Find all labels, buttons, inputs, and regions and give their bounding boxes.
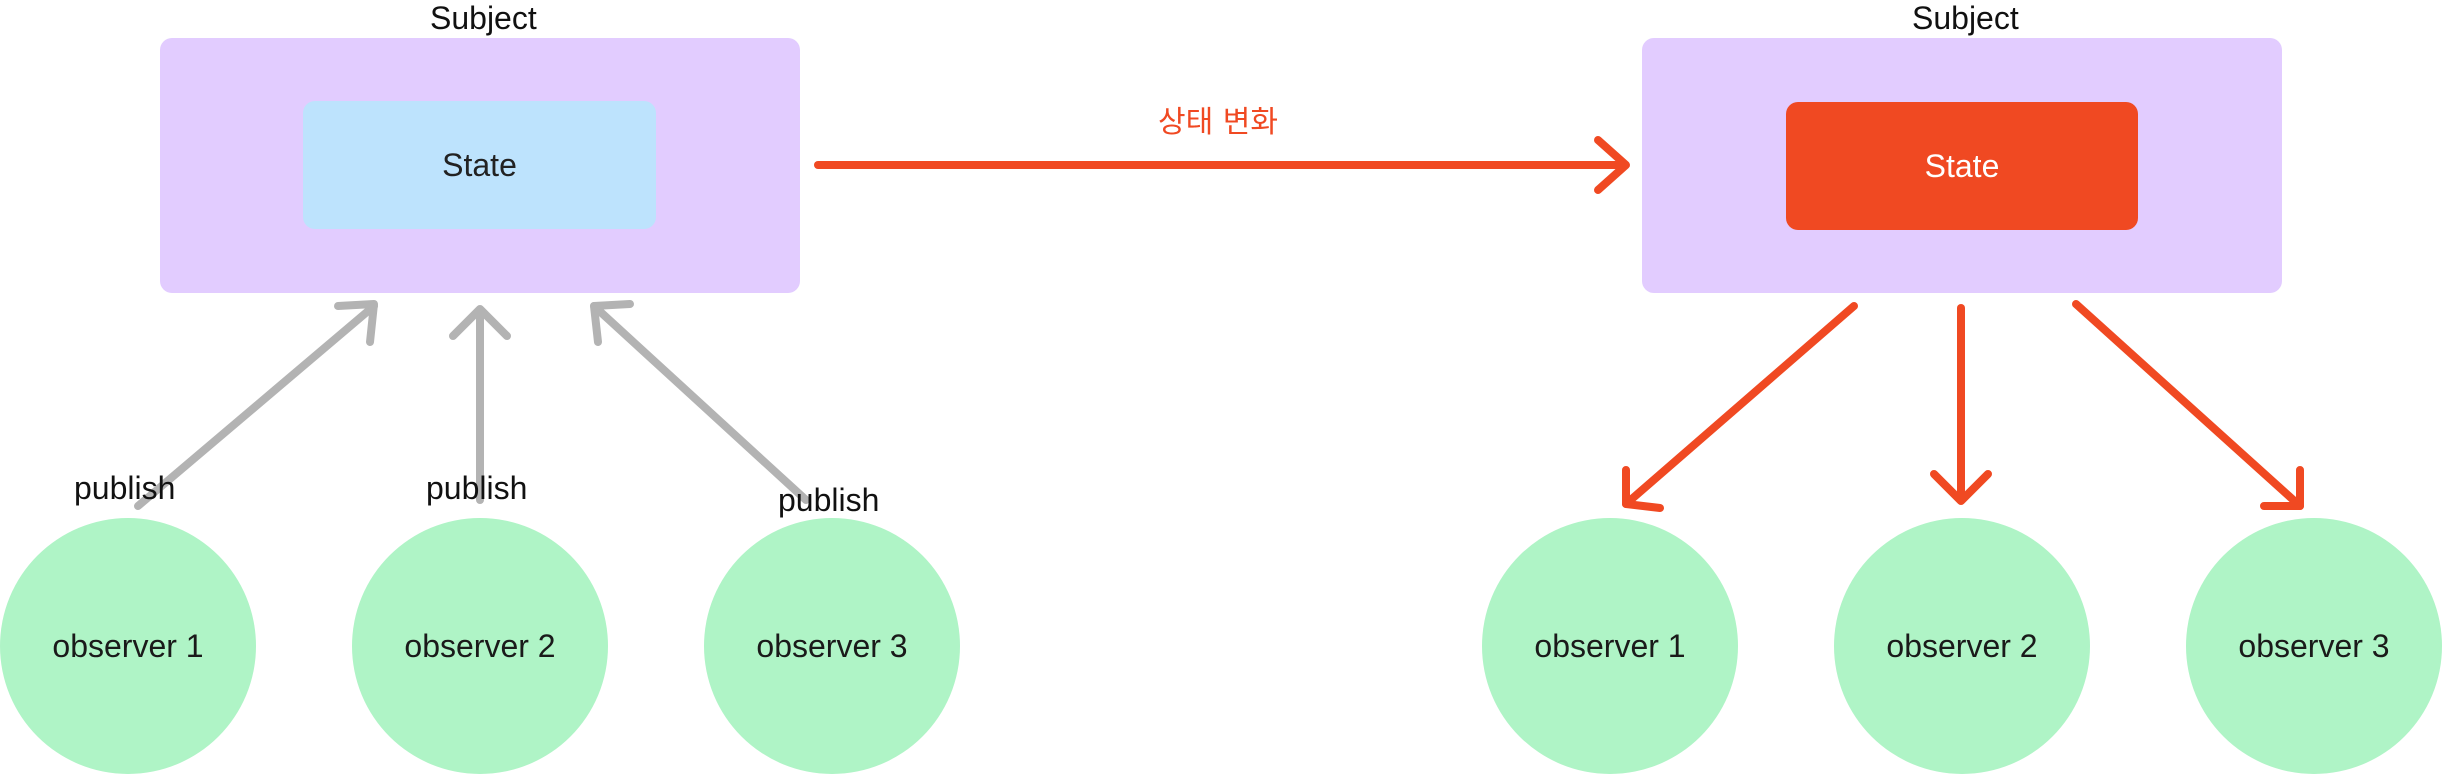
publish-label-3: publish (778, 482, 880, 518)
right-observer-2: observer 2 (1834, 518, 2090, 774)
publish-label-1: publish (74, 470, 176, 506)
left-subject-box: State (160, 38, 800, 293)
right-subject-box: State (1642, 38, 2282, 293)
left-observer-2: observer 2 (352, 518, 608, 774)
notify-arrow-1 (1622, 302, 1858, 512)
left-observer-3: observer 3 (704, 518, 960, 774)
right-subject-label: Subject (1912, 0, 2019, 36)
left-subject-label: Subject (430, 0, 537, 36)
notify-arrow-2 (1930, 304, 1992, 505)
notify-arrow-3 (2072, 300, 2304, 510)
state-change-arrow (814, 136, 1630, 194)
state-change-label: 상태 변화 (1158, 105, 1278, 140)
publish-label-2: publish (426, 470, 528, 506)
left-state-box: State (303, 101, 656, 229)
publish-arrow-3 (590, 300, 810, 504)
right-state-box: State (1786, 102, 2138, 230)
right-observer-1: observer 1 (1482, 518, 1738, 774)
right-observer-3: observer 3 (2186, 518, 2442, 774)
left-observer-1: observer 1 (0, 518, 256, 774)
